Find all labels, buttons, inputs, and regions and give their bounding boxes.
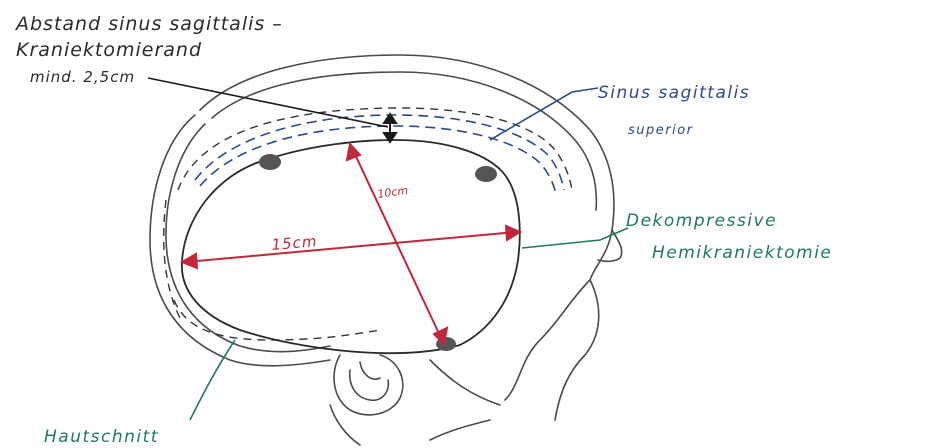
annotations: Abstand sinus sagittalis – Kraniektomier… xyxy=(14,13,832,447)
distance-leader xyxy=(148,78,388,127)
skin-incision-label: Hautschnitt xyxy=(44,427,159,447)
sinus-label-line1: Sinus sagittalis xyxy=(598,83,750,103)
head-outline xyxy=(150,55,622,445)
width-arrowhead-left xyxy=(182,254,197,268)
leader-lines xyxy=(148,78,628,420)
sinus-label-line2: superior xyxy=(628,123,694,138)
double-arrow-icon xyxy=(384,114,396,142)
width-arrow xyxy=(186,232,516,262)
incision-dashes xyxy=(164,108,572,340)
distance-label-line3: mind. 2,5cm xyxy=(30,68,135,86)
distance-label-line1: Abstand sinus sagittalis – xyxy=(14,13,283,35)
height-measure-label: 10cm xyxy=(377,184,409,201)
decomp-label-line2: Hemikraniektomie xyxy=(652,243,832,263)
burr-hole-marker xyxy=(475,166,497,182)
measurement-arrows xyxy=(182,144,520,344)
decomp-label-line1: Dekompressive xyxy=(626,211,777,231)
sinus-leader xyxy=(490,88,598,140)
burr-hole-marker xyxy=(259,154,281,170)
width-arrowhead-right xyxy=(506,226,520,240)
distance-label-line2: Kraniektomierand xyxy=(16,39,202,61)
height-arrow xyxy=(352,148,442,340)
height-arrowhead-bottom xyxy=(434,328,447,344)
height-arrowhead-top xyxy=(347,144,360,160)
